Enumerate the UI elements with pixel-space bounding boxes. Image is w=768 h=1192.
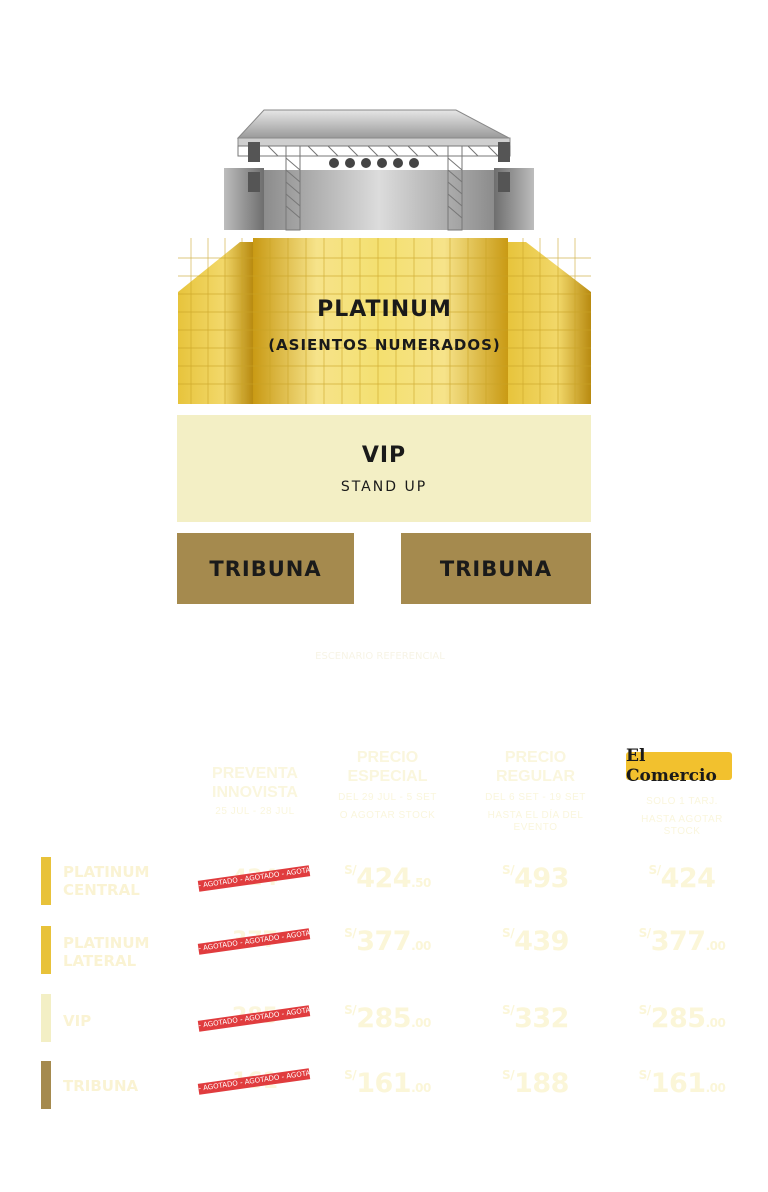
price-value: 424: [356, 863, 412, 894]
especial-price: S/377.00: [330, 926, 445, 957]
currency: S/: [344, 926, 357, 940]
platinum-section[interactable]: [178, 238, 591, 404]
vip-section[interactable]: [177, 415, 591, 522]
column-sub-line-1: SOLO 1 TARJ.: [646, 796, 718, 807]
column-header-comercio: SOLO 1 TARJ. HASTA AGOTAR STOCK: [626, 796, 738, 838]
price-value: 285: [650, 1003, 706, 1034]
price-cents: .00: [411, 939, 431, 953]
tribuna-left-label: TRIBUNA: [209, 556, 322, 581]
column-sub-line-2: HASTA EL DÍA DEL EVENTO: [487, 810, 584, 833]
especial-price: S/424.50: [330, 863, 445, 894]
price-value: 161: [356, 1068, 412, 1099]
row-color-bar: [41, 857, 51, 905]
comercio-price: S/161.00: [626, 1068, 738, 1099]
column-title-line-1: PREVENTA: [212, 765, 298, 782]
column-header-preventa: PREVENTA INNOVISTA 25 JUL - 28 JUL: [200, 764, 310, 818]
price-value: 424: [660, 863, 716, 894]
price-cents: .00: [705, 1081, 726, 1095]
price-value: 377: [650, 926, 706, 957]
price-value: 161: [650, 1068, 706, 1099]
currency: S/: [638, 1003, 652, 1017]
column-sub-line-2: O AGOTAR STOCK: [339, 810, 436, 821]
row-color-bar: [41, 994, 51, 1042]
column-sub-line-1: 25 JUL - 28 JUL: [215, 806, 295, 817]
column-sub-line-2: HASTA AGOTAR STOCK: [641, 814, 723, 837]
price-value: 493: [514, 863, 569, 894]
row-color-bar: [41, 1061, 51, 1109]
map-caption: ESCENARIO REFERENCIAL: [315, 651, 445, 662]
currency: S/: [344, 1003, 357, 1017]
tribuna-left-section[interactable]: TRIBUNA: [177, 533, 354, 604]
price-value: 332: [514, 1003, 569, 1034]
comercio-price: S/285.00: [626, 1003, 738, 1034]
row-label: TRIBUNA: [63, 1077, 138, 1095]
column-title-line-2: ESPECIAL: [347, 768, 428, 785]
price-value: 285: [356, 1003, 412, 1034]
comercio-price: S/424: [626, 863, 738, 894]
price-cents: .00: [705, 1016, 726, 1030]
column-title-line-1: PRECIO: [504, 749, 567, 766]
price-cents: .00: [705, 939, 726, 953]
price-value: 188: [514, 1068, 569, 1099]
row-label-line-1: PLATINUM: [63, 863, 150, 881]
column-title-line-1: PRECIO: [356, 749, 419, 766]
price-value: 439: [514, 926, 569, 957]
currency: S/: [502, 863, 515, 877]
tribuna-right-section[interactable]: TRIBUNA: [401, 533, 591, 604]
row-color-bar: [41, 926, 51, 974]
regular-price: S/493: [478, 863, 593, 894]
column-header-regular: PRECIO REGULAR DEL 6 SET - 19 SET HASTA …: [468, 748, 603, 834]
column-sub-line-1: DEL 29 JUL - 5 SET: [338, 792, 437, 803]
vip-subtitle: STAND UP: [340, 479, 428, 495]
currency: S/: [344, 1068, 357, 1082]
column-title-line-2: REGULAR: [495, 768, 576, 785]
price-cents: .00: [411, 1016, 431, 1030]
currency: S/: [638, 926, 652, 940]
vip-title: VIP: [361, 443, 407, 468]
regular-price: S/332: [478, 1003, 593, 1034]
comercio-price: S/377.00: [626, 926, 738, 957]
currency: S/: [502, 1068, 515, 1082]
currency: S/: [344, 863, 357, 877]
row-label: VIP: [63, 1012, 91, 1030]
row-label-line-2: CENTRAL: [63, 881, 140, 899]
especial-price: S/285.00: [330, 1003, 445, 1034]
row-label-line-2: LATERAL: [63, 952, 137, 970]
regular-price: S/439: [478, 926, 593, 957]
row-label-line-1: PLATINUM: [63, 934, 150, 952]
especial-price: S/161.00: [330, 1068, 445, 1099]
row-label-line-1: TRIBUNA: [63, 1077, 139, 1095]
platinum-title: PLATINUM: [317, 297, 452, 322]
price-value: 377: [356, 926, 412, 957]
el-comercio-logo: El Comercio: [626, 746, 732, 786]
row-label-line-1: VIP: [63, 1012, 92, 1030]
currency: S/: [648, 863, 662, 877]
regular-price: S/188: [478, 1068, 593, 1099]
tribuna-right-label: TRIBUNA: [439, 556, 553, 581]
currency: S/: [502, 926, 515, 940]
currency: S/: [502, 1003, 515, 1017]
column-header-especial: PRECIO ESPECIAL DEL 29 JUL - 5 SET O AGO…: [330, 748, 445, 822]
platinum-subtitle: (ASIENTOS NUMERADOS): [268, 336, 501, 354]
column-title-line-2: INNOVISTA: [212, 784, 298, 801]
stage-illustration: [224, 109, 534, 231]
currency: S/: [638, 1068, 652, 1082]
price-cents: .00: [411, 1081, 431, 1095]
price-cents: .50: [411, 876, 431, 890]
column-sub-line-1: DEL 6 SET - 19 SET: [485, 792, 586, 803]
